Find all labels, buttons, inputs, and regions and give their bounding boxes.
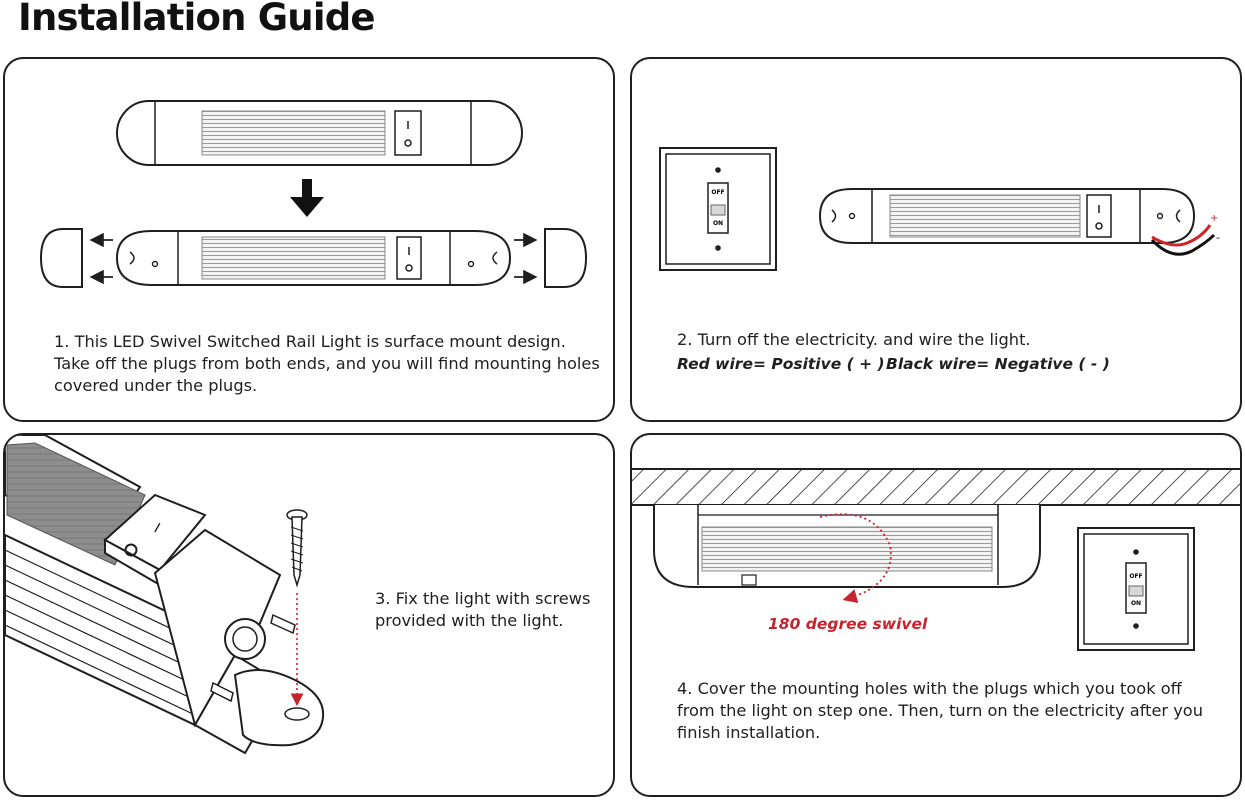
switch-on-label: ON: [713, 220, 723, 227]
step-3-illustration: I: [5, 435, 325, 755]
step-1-panel: 1. This LED Swivel Switched Rail Light i…: [3, 57, 615, 422]
step-2-illustration: OFF ON + -: [659, 147, 1220, 271]
switch-off-label: OFF: [711, 189, 724, 196]
rail-light-mounted: [653, 505, 1041, 588]
ceiling: [632, 468, 1240, 506]
rocker-off-symbol: I: [151, 521, 163, 537]
step-3-panel: I: [3, 433, 615, 797]
left-plug: [39, 228, 83, 288]
step-4-panel: OFF ON 180 degree swivel 4. Cover the mo…: [630, 433, 1242, 797]
caption-line: provided with the light.: [375, 611, 564, 630]
swivel-label: 180 degree swivel: [768, 615, 928, 633]
caption-line: Take off the plugs from both ends, and y…: [54, 354, 600, 373]
screw-icon: [286, 509, 308, 588]
caption-line: 1. This LED Swivel Switched Rail Light i…: [54, 332, 566, 351]
black-wire-label: Black wire= Negative ( - ): [886, 355, 1110, 373]
negative-symbol: -: [1216, 231, 1220, 244]
step-1-illustration: [39, 100, 588, 288]
caption-line: from the light on step one. Then, turn o…: [677, 701, 1203, 720]
caption-line: 4. Cover the mounting holes with the plu…: [677, 679, 1182, 698]
step-4-caption: 4. Cover the mounting holes with the plu…: [677, 678, 1203, 744]
switch-on-label: ON: [1131, 600, 1141, 607]
step-3-caption: 3. Fix the light with screws provided wi…: [375, 588, 590, 632]
step-1-caption: 1. This LED Swivel Switched Rail Light i…: [54, 331, 600, 397]
step-4-illustration: OFF ON: [632, 468, 1240, 651]
right-plug: [544, 228, 588, 288]
page-title: Installation Guide: [18, 0, 376, 39]
wall-switch: OFF ON: [1077, 527, 1195, 651]
positive-symbol: +: [1210, 213, 1218, 224]
wall-switch: OFF ON: [659, 147, 777, 271]
caption-line: 3. Fix the light with screws: [375, 589, 591, 608]
switch-off-label: OFF: [1129, 573, 1142, 580]
step-2-caption: 2. Turn off the electricity. and wire th…: [677, 329, 1031, 351]
caption-line: finish installation.: [677, 723, 821, 742]
rail-light-body: [115, 230, 512, 286]
rail-light-closeup: I: [5, 435, 325, 755]
rail-light-wired: + -: [818, 188, 1220, 256]
step-2-panel: OFF ON + - 2. Turn off the electricity. …: [630, 57, 1242, 422]
down-arrow-icon: [290, 179, 324, 217]
caption-line: 2. Turn off the electricity. and wire th…: [677, 330, 1031, 349]
rail-light-assembled: [116, 100, 523, 166]
caption-line: covered under the plugs.: [54, 376, 258, 395]
red-wire-label: Red wire= Positive ( + ): [677, 355, 885, 373]
